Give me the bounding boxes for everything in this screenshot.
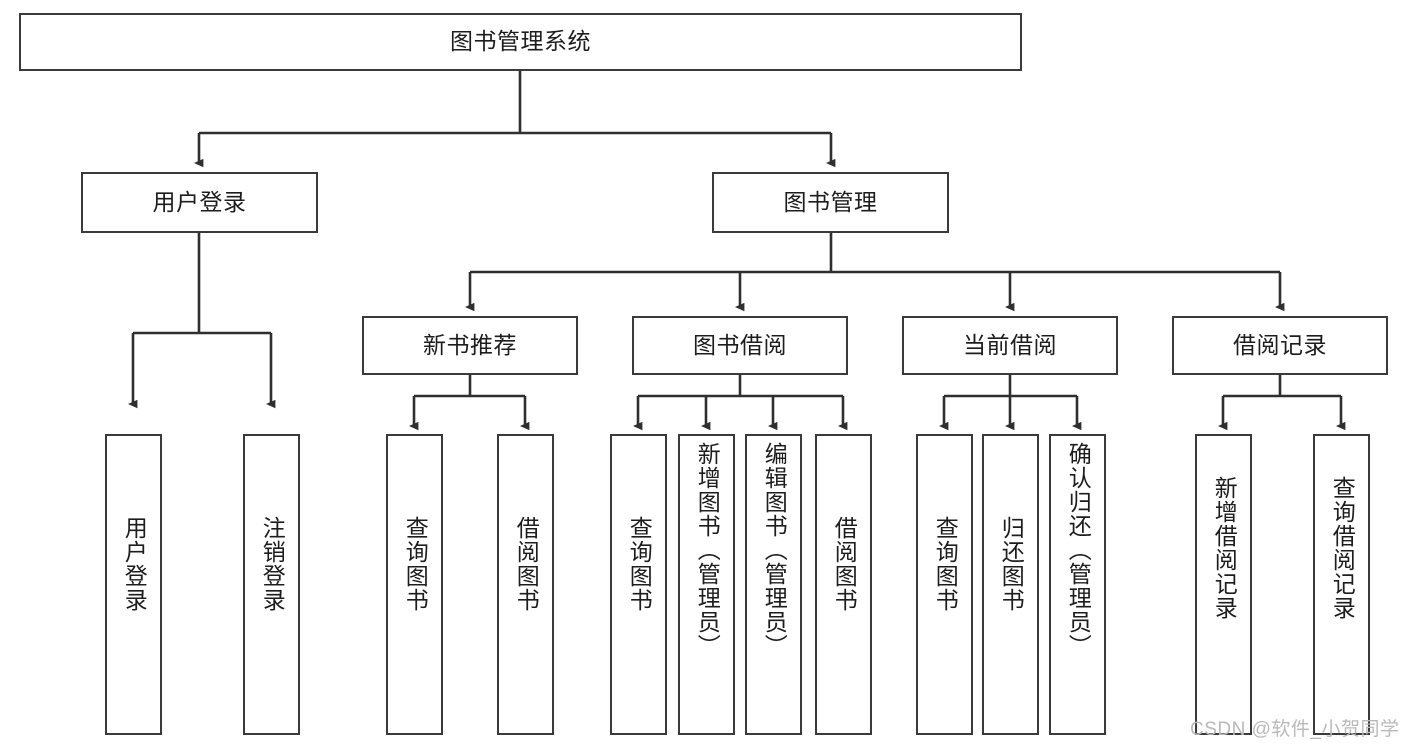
node-label: 归还图书 <box>998 516 1025 612</box>
node-current-borrow[interactable]: 当前借阅 <box>902 316 1118 375</box>
node-label: 用户登录 <box>152 188 247 215</box>
node-label: 借阅记录 <box>1233 331 1327 358</box>
node-label: 查询借阅记录 <box>1329 476 1356 620</box>
node-label: 图书借阅 <box>693 331 787 358</box>
node-book-management[interactable]: 图书管理 <box>712 172 949 233</box>
node-label: 查询图书 <box>932 516 959 612</box>
node-label: 注销登录 <box>259 516 286 612</box>
node-user-login[interactable]: 用户登录 <box>81 172 318 233</box>
leaf-current-confirm-return-admin[interactable]: 确认归还（管理员） <box>1049 434 1106 735</box>
node-label: 当前借阅 <box>963 331 1057 358</box>
leaf-user-login-signout[interactable]: 注销登录 <box>243 434 300 735</box>
node-label: 查询图书 <box>626 516 653 612</box>
leaf-borrow-borrow-book[interactable]: 借阅图书 <box>815 434 872 735</box>
node-borrow-record[interactable]: 借阅记录 <box>1172 316 1388 375</box>
leaf-recommend-query-book[interactable]: 查询图书 <box>386 434 443 735</box>
leaf-borrow-edit-book-admin[interactable]: 编辑图书（管理员） <box>745 434 802 735</box>
node-label: 借阅图书 <box>831 516 858 612</box>
node-label: 用户登录 <box>121 516 148 612</box>
leaf-current-query-book[interactable]: 查询图书 <box>916 434 973 735</box>
node-label: 查询图书 <box>402 516 429 612</box>
node-label: 新增图书（管理员） <box>694 442 721 658</box>
node-label: 图书管理系统 <box>450 28 591 55</box>
node-new-book-recommend[interactable]: 新书推荐 <box>362 316 578 375</box>
node-root-system[interactable]: 图书管理系统 <box>19 13 1022 71</box>
csdn-watermark: CSDN @软件_小贺同学 <box>1190 719 1400 740</box>
leaf-user-login-signin[interactable]: 用户登录 <box>105 434 162 735</box>
node-book-borrow[interactable]: 图书借阅 <box>632 316 848 375</box>
node-label: 新增借阅记录 <box>1211 476 1238 620</box>
node-label: 图书管理 <box>783 188 878 215</box>
leaf-recommend-borrow-book[interactable]: 借阅图书 <box>497 434 554 735</box>
node-label: 新书推荐 <box>423 331 517 358</box>
node-label: 编辑图书（管理员） <box>761 442 788 658</box>
leaf-borrow-query-book[interactable]: 查询图书 <box>610 434 667 735</box>
node-label: 确认归还（管理员） <box>1065 442 1092 658</box>
leaf-borrow-add-book-admin[interactable]: 新增图书（管理员） <box>678 434 735 735</box>
leaf-record-add-record[interactable]: 新增借阅记录 <box>1195 434 1252 735</box>
leaf-record-query-record[interactable]: 查询借阅记录 <box>1313 434 1370 735</box>
node-label: 借阅图书 <box>513 516 540 612</box>
leaf-current-return-book[interactable]: 归还图书 <box>982 434 1039 735</box>
